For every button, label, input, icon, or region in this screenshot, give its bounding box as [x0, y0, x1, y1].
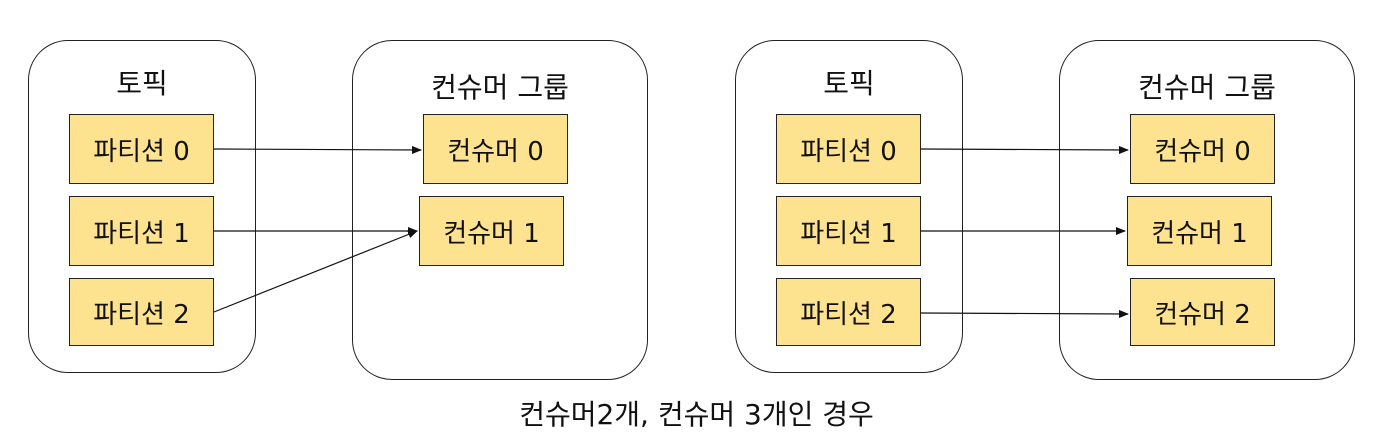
left-partition-0: 파티션 0	[69, 114, 214, 184]
diagram-caption: 컨슈머2개, 컨슈머 3개인 경우	[519, 398, 874, 431]
left-partition-2: 파티션 2	[69, 278, 214, 346]
left-consumer-1: 컨슈머 1	[419, 196, 564, 266]
left-consumer-0: 컨슈머 0	[423, 114, 568, 184]
right-consumer-group-title: 컨슈머 그룹	[1138, 71, 1276, 104]
right-consumer-0: 컨슈머 0	[1130, 114, 1275, 184]
right-partition-1: 파티션 1	[776, 196, 921, 266]
right-consumer-2: 컨슈머 2	[1130, 278, 1275, 346]
right-consumer-1: 컨슈머 1	[1127, 196, 1272, 266]
right-partition-0: 파티션 0	[776, 114, 921, 184]
right-topic-title: 토픽	[823, 67, 875, 100]
left-topic-title: 토픽	[116, 67, 168, 100]
right-partition-2: 파티션 2	[776, 278, 921, 346]
left-partition-1: 파티션 1	[69, 196, 214, 266]
left-consumer-group-title: 컨슈머 그룹	[431, 71, 569, 104]
